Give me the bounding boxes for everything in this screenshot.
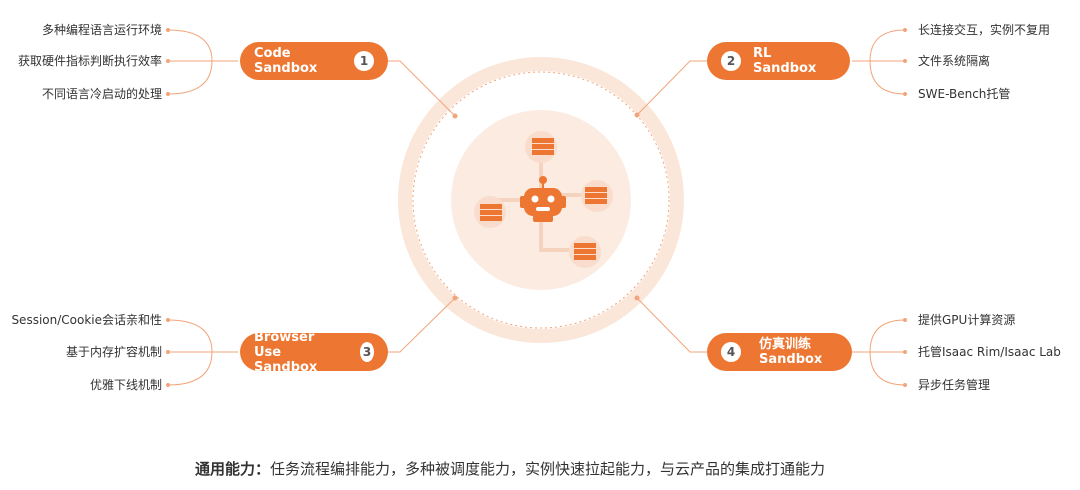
pill-label: Code Sandbox <box>254 46 318 76</box>
browser-use-sandbox-pill: Browser Use Sandbox 3 <box>240 330 388 375</box>
connector-dots <box>166 28 907 387</box>
feature-item: Session/Cookie会话亲和性 <box>11 313 162 327</box>
feature-item: SWE-Bench托管 <box>918 87 1011 101</box>
server-icon <box>532 138 554 155</box>
pill-label: 仿真训练 Sandbox <box>759 337 823 367</box>
pill-number: 4 <box>721 342 741 362</box>
pill-number: 2 <box>721 51 741 71</box>
footer-text: 任务流程编排能力，多种被调度能力，实例快速拉起能力，与云产品的集成打通能力 <box>270 460 826 478</box>
footer-caption: 通用能力：任务流程编排能力，多种被调度能力，实例快速拉起能力，与云产品的集成打通… <box>0 458 1020 479</box>
feature-item: 获取硬件指标判断执行效率 <box>17 54 162 68</box>
feature-item: 提供GPU计算资源 <box>918 313 1016 327</box>
simulation-sandbox-pill: 4 仿真训练 Sandbox <box>707 333 852 371</box>
feature-item: 文件系统隔离 <box>918 54 991 68</box>
server-icon <box>574 243 596 260</box>
feature-item: 基于内存扩容机制 <box>65 345 162 359</box>
server-icon <box>585 187 607 204</box>
pill-label: Browser Use Sandbox <box>254 329 318 375</box>
code-sandbox-pill: Code Sandbox 1 <box>240 42 388 80</box>
feature-item: 托管Isaac Rim/Isaac Lab <box>918 345 1061 359</box>
feature-item: 不同语言冷启动的处理 <box>41 87 162 101</box>
pill-number: 3 <box>360 342 374 362</box>
feature-item: 多种编程语言运行环境 <box>41 23 162 37</box>
robot-icon <box>520 176 566 222</box>
pill-number: 1 <box>354 51 374 71</box>
feature-item: 优雅下线机制 <box>89 378 162 392</box>
dashed-ring <box>412 71 670 329</box>
server-icons <box>480 138 607 260</box>
connector-lines <box>167 29 906 386</box>
feature-item: 异步任务管理 <box>918 378 991 392</box>
feature-item: 长连接交互，实例不复用 <box>918 23 1051 37</box>
server-icon <box>480 204 502 221</box>
outer-ring <box>398 57 684 343</box>
pill-label: RL Sandbox <box>753 46 817 76</box>
footer-label: 通用能力： <box>194 460 270 478</box>
rl-sandbox-pill: 2 RL Sandbox <box>707 42 850 80</box>
